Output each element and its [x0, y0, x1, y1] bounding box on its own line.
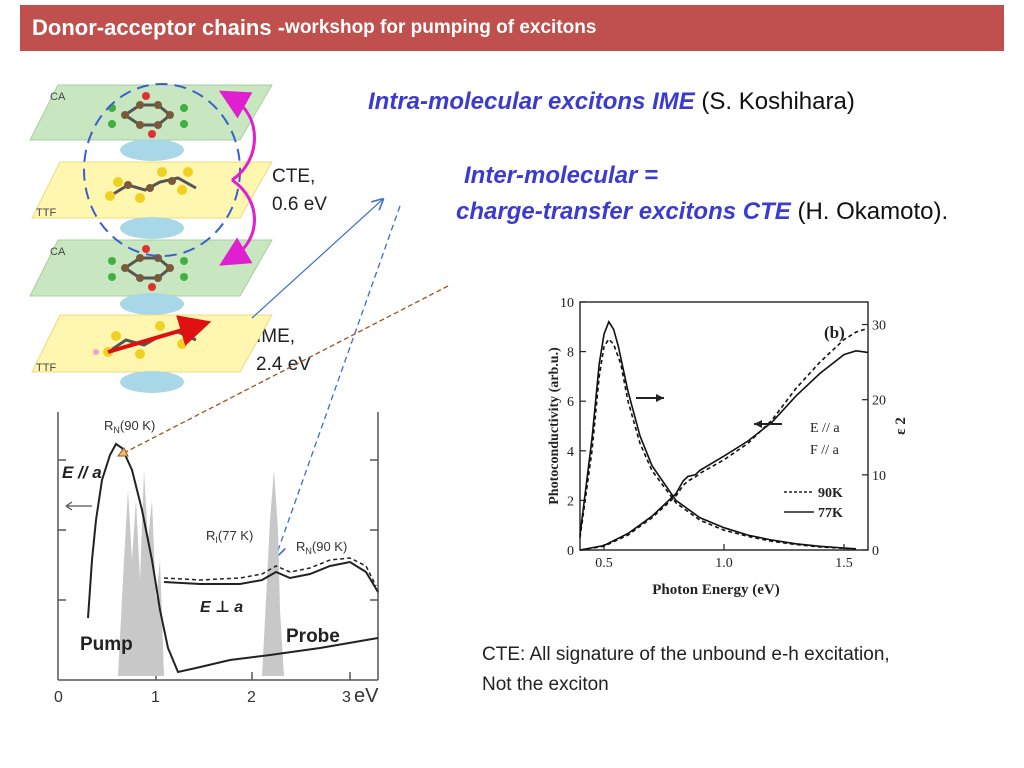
intra-author: (S. Koshihara): [694, 88, 855, 115]
peak-marker: [117, 447, 129, 457]
cte-label-line1: CTE,: [272, 166, 316, 187]
y-tick-label-2: 4: [567, 445, 574, 460]
ri-curve-solid: [163, 560, 379, 593]
probe-label: Probe: [286, 626, 340, 647]
inter-author: (H. Okamoto).: [790, 198, 949, 225]
chart-series: [579, 320, 869, 551]
ime-label-line1: IME,: [256, 326, 296, 347]
orbital-3: [120, 293, 184, 315]
orbital-4: [120, 371, 184, 393]
e-perp-label: E ⊥ a: [200, 599, 243, 616]
peak-label: RN(90 K): [104, 418, 155, 435]
ttf-label-2: TTF: [36, 362, 56, 374]
dimer-ellipse: [83, 83, 241, 257]
pump-label: Pump: [80, 634, 133, 655]
ttf-molecule-2: [93, 321, 203, 359]
pump-spectrum: [118, 470, 164, 676]
intra-heading-text: Intra-molecular excitons IME: [368, 88, 695, 115]
title-main: Donor-acceptor chains -: [32, 15, 286, 40]
ttf-molecule-1: [105, 167, 197, 203]
left-x-tick-2: 2: [247, 689, 256, 706]
y2-axis-label: ε 2: [893, 417, 909, 435]
rn-curve-dashed: [163, 557, 377, 587]
x-tick-label-0: 0.5: [595, 556, 613, 571]
ca-molecule-2: [108, 245, 188, 291]
ime-arrow: [107, 315, 212, 354]
left-plot-ticks: [58, 459, 378, 680]
ca-plane-1: [29, 84, 273, 141]
left-x-tick-3: 3: [342, 689, 351, 706]
series-90k-right: [579, 327, 869, 551]
ttf-plane-2: [31, 314, 273, 373]
left-x-unit: eV: [354, 685, 379, 707]
legend-temp-1: 77K: [818, 506, 843, 521]
left-x-tick-1: 1: [151, 689, 160, 706]
caption-line1: CTE: All signature of the unbound e-h ex…: [482, 644, 890, 665]
y-axis-label: Photoconductivity (arb.u.): [547, 347, 562, 505]
intra-heading: Intra-molecular excitons IME (S. Koshiha…: [368, 88, 855, 116]
x-tick-label-1: 1.0: [715, 556, 733, 571]
ri-label: RI(77 K): [206, 528, 253, 545]
chart-frame: [579, 301, 869, 551]
probe-pointer-line: [276, 205, 401, 556]
y2-tick-label-1: 10: [872, 469, 886, 484]
ttf-label-1: TTF: [36, 207, 56, 219]
ca-molecule-1: [108, 92, 188, 138]
orbital-2: [120, 217, 184, 239]
y-tick-label-5: 10: [560, 296, 574, 311]
caption-line2: Not the exciton: [482, 674, 609, 695]
y2-tick-label-2: 20: [872, 394, 886, 409]
x-tick-label-2: 1.5: [835, 556, 853, 571]
chart-ticks: 0 2 4 6 8 10 0 10 20 30 0.5 1.0 1.5: [560, 296, 886, 571]
y-tick-label-1: 2: [567, 494, 574, 509]
legend-pol-0: E // a: [810, 421, 840, 436]
y-tick-label-0: 0: [567, 544, 574, 559]
cte-label-line2: 0.6 eV: [272, 194, 327, 215]
probe-spectrum: [262, 470, 284, 676]
title-bar: Donor-acceptor chains - workshop for pum…: [20, 5, 1004, 51]
orbital-1: [120, 139, 184, 161]
y2-tick-label-3: 30: [872, 319, 886, 334]
rn-label: RN(90 K): [296, 539, 347, 556]
series-90k-left: [579, 337, 857, 550]
ca-plane-2: [29, 239, 273, 297]
inter-heading-text: charge-transfer excitons CTE: [456, 198, 791, 225]
left-x-tick-0: 0: [54, 689, 63, 706]
legend-pol-1: F // a: [810, 443, 840, 458]
ca-label-1: CA: [50, 91, 66, 103]
legend-temp-0: 90K: [818, 486, 843, 501]
inter-heading-line1: Inter-molecular =: [464, 162, 659, 189]
series-77k-left: [579, 320, 857, 550]
cte-pointer-line: [251, 200, 382, 319]
inter-heading-line2: charge-transfer excitons CTE (H. Okamoto…: [456, 198, 948, 226]
cte-arc-upper: [218, 90, 256, 182]
ttf-plane-1: [31, 161, 273, 219]
y2-tick-label-0: 0: [872, 544, 879, 559]
cte-arc-lower: [219, 178, 256, 266]
e-parallel-label: E // a: [62, 463, 102, 482]
panel-label: (b): [824, 323, 845, 342]
y-tick-label-4: 8: [567, 346, 574, 361]
series-77k-right: [579, 349, 869, 551]
absorption-curve: [87, 442, 379, 674]
y-tick-label-3: 6: [567, 395, 574, 410]
title-sub: workshop for pumping of excitons: [285, 17, 597, 38]
x-axis-label: Photon Energy (eV): [652, 582, 780, 598]
ca-label-2: CA: [50, 246, 66, 258]
ime-label-line2: 2.4 eV: [256, 354, 311, 375]
